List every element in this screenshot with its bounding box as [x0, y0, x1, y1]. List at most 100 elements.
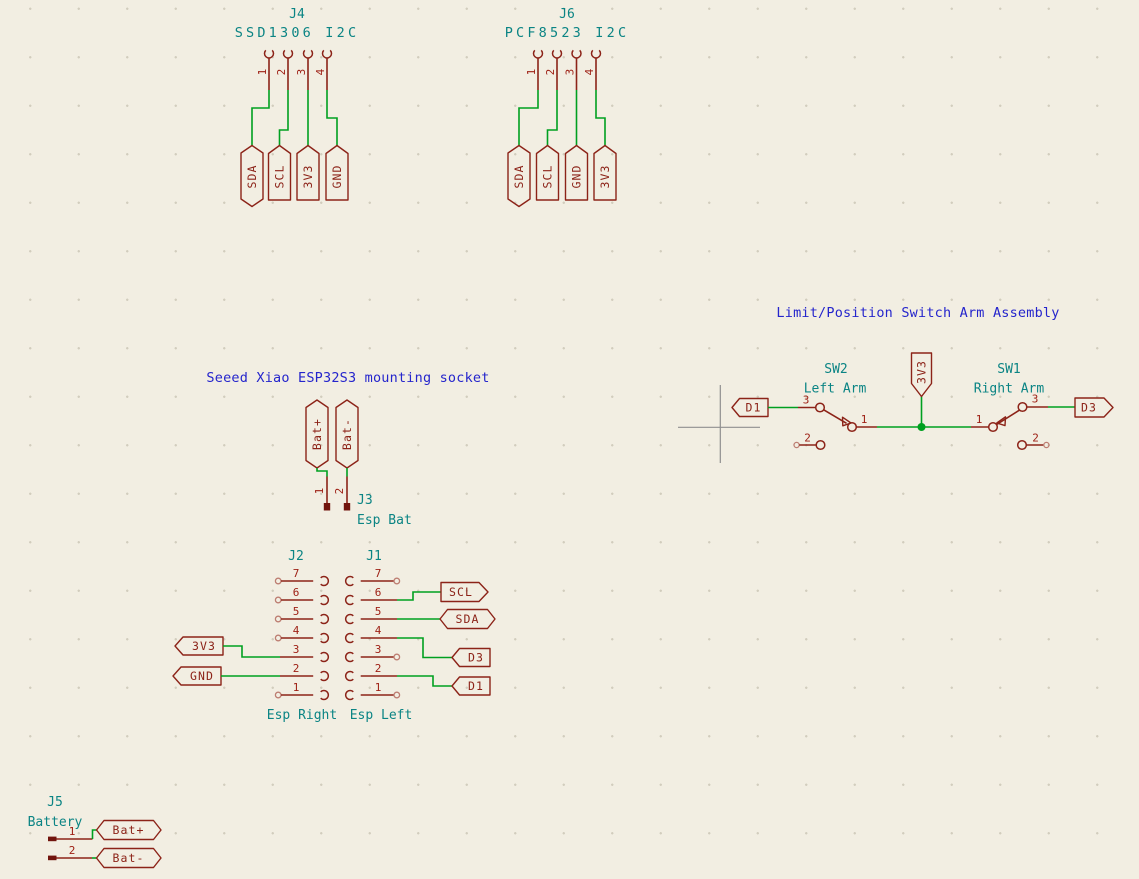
global-label-3v3[interactable]: 3V3: [296, 144, 320, 201]
wire[interactable]: [91, 829, 97, 839]
reference-label: J5: [47, 795, 63, 810]
label-outline: [564, 144, 589, 201]
socket-contact-icon: [344, 613, 354, 625]
connector-j6[interactable]: J6 PCF8523 I2C 1 2 3 4: [505, 7, 630, 90]
note-switch-assembly[interactable]: Limit/Position Switch Arm Assembly: [776, 305, 1059, 321]
socket-contact-icon: [320, 689, 330, 701]
global-label-bat-minus[interactable]: Bat-: [95, 847, 162, 869]
global-label-3v3[interactable]: 3V3: [593, 144, 617, 201]
value-label: PCF8523 I2C: [505, 25, 630, 41]
label-outline: [440, 581, 489, 603]
reference-label: J6: [559, 7, 575, 22]
connector-j5[interactable]: J5 Battery 1 2: [28, 795, 93, 861]
global-label-gnd[interactable]: GND: [172, 666, 222, 686]
global-label-bat-plus[interactable]: Bat+: [305, 399, 329, 469]
net-name: SDA: [245, 164, 259, 188]
global-label-sda[interactable]: SDA: [240, 144, 264, 208]
socket-contact-icon: [344, 670, 354, 682]
label-outline: [451, 647, 491, 668]
connector-j4[interactable]: J4 SSD1306 I2C 1 2 3 4: [235, 7, 360, 90]
socket-contact-icon: [320, 632, 330, 644]
switch-sw1[interactable]: SW1 Right Arm 3 1 2: [971, 362, 1050, 451]
net-name: Bat-: [112, 851, 144, 865]
socket-contact-icon: [571, 49, 582, 59]
lever-arrow-icon: [841, 416, 852, 427]
socket-contact-icon: [320, 670, 330, 682]
net-name: GND: [190, 669, 214, 683]
pin-pad: [48, 855, 57, 861]
label-outline: [451, 676, 491, 696]
pin-number: 3: [295, 69, 308, 76]
label-outline: [507, 144, 531, 208]
global-label-bat-minus[interactable]: Bat-: [335, 399, 359, 469]
global-label-scl[interactable]: SCL: [267, 144, 292, 201]
pin-number: 2: [804, 432, 811, 445]
global-label-sda[interactable]: SDA: [439, 608, 496, 630]
pin-number: 3: [564, 69, 577, 76]
pin-number: 7: [293, 567, 300, 580]
connector-j3[interactable]: 1 2 J3 Esp Bat: [313, 476, 412, 529]
socket-contact-icon: [321, 49, 333, 59]
pin-number: 2: [275, 69, 288, 76]
wire[interactable]: [223, 645, 280, 658]
socket-contact-icon: [282, 49, 294, 59]
label-outline: [535, 144, 560, 201]
socket-contact-icon: [320, 613, 330, 625]
global-label-d3[interactable]: D3: [1074, 397, 1114, 418]
switch-sw2[interactable]: SW2 Left Arm 3 1 2: [793, 362, 877, 451]
pin-number: 4: [293, 624, 300, 637]
label-outline: [95, 819, 162, 841]
wire[interactable]: [397, 591, 441, 601]
global-label-gnd[interactable]: GND: [564, 144, 589, 201]
global-label-d3[interactable]: D3: [451, 647, 491, 668]
pin-number: 4: [583, 68, 596, 75]
switch-contact-icon: [987, 421, 999, 433]
global-label-scl[interactable]: SCL: [535, 144, 560, 201]
wire[interactable]: [518, 90, 539, 146]
pin-number: 3: [375, 643, 382, 656]
note-esp-socket[interactable]: Seeed Xiao ESP32S3 mounting socket: [206, 370, 489, 386]
pin-number: 3: [1032, 393, 1039, 406]
unconnected-pin-icon: [1043, 441, 1050, 449]
wire[interactable]: [595, 90, 606, 146]
pin-number: 1: [861, 413, 868, 426]
pin-number: 1: [976, 413, 983, 426]
power-label-3v3[interactable]: 3V3: [910, 352, 933, 398]
pin-number: 7: [375, 567, 382, 580]
global-label-gnd[interactable]: GND: [325, 144, 349, 201]
global-label-scl[interactable]: SCL: [440, 581, 489, 603]
socket-contact-icon: [551, 49, 563, 59]
label-outline: [593, 144, 617, 201]
label-outline: [296, 144, 320, 201]
connector-j1[interactable]: J1 Esp Left 7 6 5 4 3 2 1: [344, 549, 413, 723]
global-label-d1[interactable]: D1: [451, 676, 491, 696]
socket-contact-icon: [344, 651, 354, 663]
unconnected-pin-icon: [793, 441, 800, 449]
unconnected-pin-icon: [274, 634, 282, 642]
pin-number: 2: [333, 488, 346, 495]
global-label-d1[interactable]: D1: [731, 397, 769, 418]
socket-contact-icon: [263, 49, 275, 59]
pin-pad: [323, 503, 331, 511]
wire[interactable]: [326, 90, 338, 146]
pin-number: 4: [314, 68, 327, 75]
wire[interactable]: [546, 90, 558, 146]
label-outline: [267, 144, 292, 201]
pin-number: 6: [375, 586, 382, 599]
wire[interactable]: [397, 675, 452, 687]
wire[interactable]: [278, 90, 289, 146]
wire[interactable]: [316, 468, 328, 477]
wire[interactable]: [251, 90, 270, 146]
connector-j2[interactable]: J2 Esp Right 7 6 5 4 3 2 1: [267, 549, 337, 723]
pin-number: 2: [69, 844, 76, 857]
global-label-sda[interactable]: SDA: [507, 144, 531, 208]
net-name: 3V3: [301, 164, 315, 188]
socket-contact-icon: [590, 49, 602, 59]
wire[interactable]: [397, 637, 452, 659]
unconnected-pin-icon: [274, 691, 282, 699]
global-label-bat-plus[interactable]: Bat+: [95, 819, 162, 841]
pin-number: 1: [256, 69, 269, 76]
net-name: D1: [468, 679, 484, 693]
global-label-3v3[interactable]: 3V3: [174, 636, 224, 656]
pin-pad: [48, 836, 57, 842]
